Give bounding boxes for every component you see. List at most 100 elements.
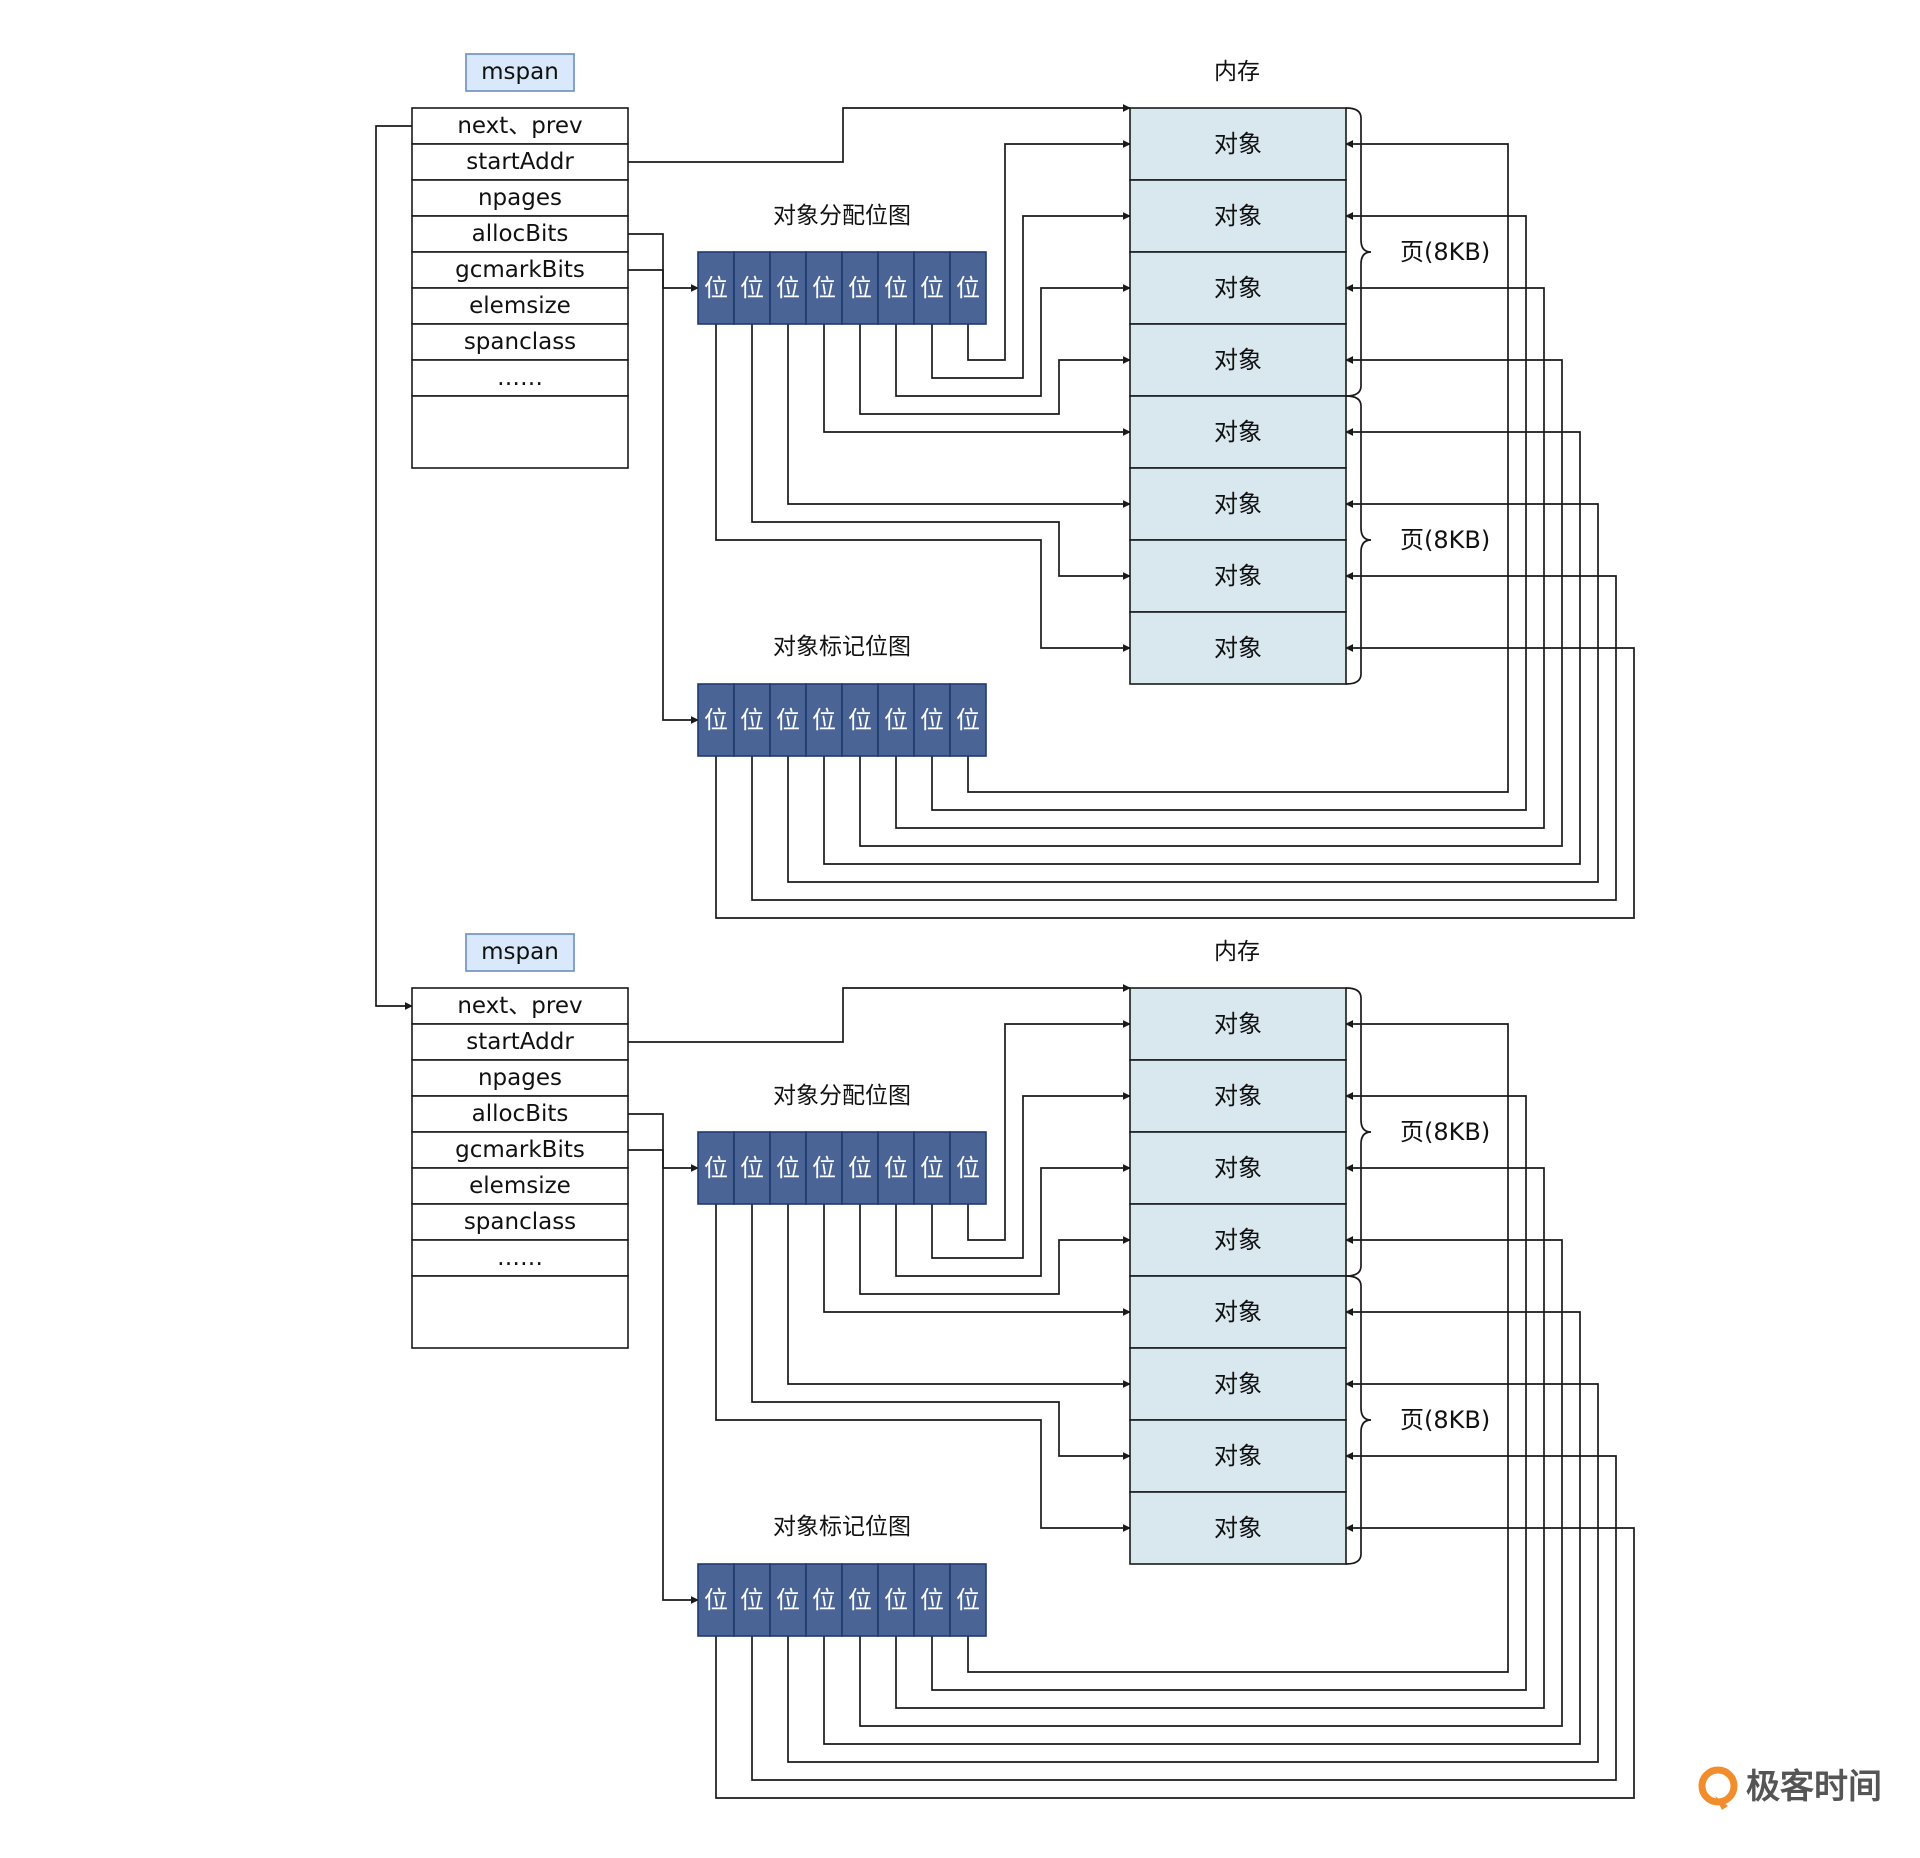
page-brace-1 bbox=[1345, 1275, 1372, 1565]
mark-bit-to-object-3 bbox=[859, 356, 1563, 847]
logo-tail-icon bbox=[1715, 1796, 1728, 1810]
mark-bit-3 bbox=[805, 683, 843, 757]
memory-title: 内存 bbox=[1214, 939, 1260, 965]
mark-bit-to-object-6 bbox=[751, 1452, 1617, 1781]
geekbang-logo: 极客时间 bbox=[1698, 1766, 1882, 1810]
memory-object-label: 对象 bbox=[1214, 634, 1262, 662]
alloc-bit-3 bbox=[805, 251, 843, 325]
diagram-labels: mspan next、prev startAddr npages allocBits gc… bbox=[455, 59, 1490, 1614]
mark-bit-to-object-1 bbox=[931, 212, 1527, 811]
memory-object-6 bbox=[1129, 1419, 1347, 1493]
alloc-bitmap-title: 对象分配位图 bbox=[773, 1083, 911, 1109]
alloc-bit-label: 位 bbox=[848, 274, 872, 302]
alloc-bit-label: 位 bbox=[704, 1154, 728, 1182]
memory-object-label: 对象 bbox=[1214, 1010, 1262, 1038]
mark-bit-label: 位 bbox=[704, 1586, 728, 1614]
mspan-field-label: gcmarkBits bbox=[455, 1137, 585, 1163]
alloc-bit-to-object-4 bbox=[823, 1204, 1131, 1316]
alloc-bit-1 bbox=[733, 1131, 771, 1205]
alloc-bit-label: 位 bbox=[812, 1154, 836, 1182]
mark-bit-0 bbox=[697, 683, 735, 757]
mark-bit-label: 位 bbox=[776, 706, 800, 734]
memory-object-2 bbox=[1129, 1131, 1347, 1205]
alloc-bit-to-object-2 bbox=[895, 1164, 1131, 1277]
memory-object-4 bbox=[1129, 395, 1347, 469]
alloc-bit-label: 位 bbox=[740, 1154, 764, 1182]
mspan-field-label: allocBits bbox=[472, 1101, 569, 1127]
alloc-bit-to-object-0 bbox=[967, 1020, 1131, 1241]
mark-bit-label: 位 bbox=[704, 706, 728, 734]
mspan-field bbox=[411, 107, 629, 145]
memory-object-label: 对象 bbox=[1214, 490, 1262, 518]
diagram-boxes bbox=[411, 53, 1347, 1637]
memory-object-7 bbox=[1129, 611, 1347, 685]
mark-bit-label: 位 bbox=[776, 1586, 800, 1614]
memory-object-4 bbox=[1129, 1275, 1347, 1349]
page-size-label: 页(8KB) bbox=[1400, 526, 1490, 554]
alloc-bit-to-object-2 bbox=[895, 284, 1131, 397]
memory-object-6 bbox=[1129, 539, 1347, 613]
alloc-bit-label: 位 bbox=[776, 274, 800, 302]
page-brace-1 bbox=[1345, 395, 1372, 685]
alloc-bit-label: 位 bbox=[704, 274, 728, 302]
mark-bit-label: 位 bbox=[740, 1586, 764, 1614]
alloc-bit-label: 位 bbox=[884, 274, 908, 302]
page-brace-0 bbox=[1345, 987, 1372, 1277]
watermark-text: 极客时间 bbox=[1746, 1767, 1882, 1807]
mspan-field-label: npages bbox=[478, 185, 562, 211]
mspan-field bbox=[411, 1023, 629, 1061]
alloc-bit-to-object-6 bbox=[751, 1204, 1131, 1460]
mspan-field-label: next、prev bbox=[457, 993, 582, 1019]
gcmarkbits-pointer bbox=[628, 269, 699, 292]
mark-bit-label: 位 bbox=[812, 1586, 836, 1614]
memory-object-label: 对象 bbox=[1214, 1226, 1262, 1254]
memory-object-label: 对象 bbox=[1214, 1442, 1262, 1470]
mark-bit-to-object-5 bbox=[787, 500, 1599, 883]
alloc-bit-label: 位 bbox=[812, 274, 836, 302]
memory-object-label: 对象 bbox=[1214, 562, 1262, 590]
mspan-field bbox=[411, 143, 629, 181]
mspan-field-label: next、prev bbox=[457, 113, 582, 139]
memory-object-0 bbox=[1129, 107, 1347, 181]
memory-object-7 bbox=[1129, 1491, 1347, 1565]
mark-bit-to-object-6 bbox=[751, 572, 1617, 901]
memory-object-label: 对象 bbox=[1214, 1082, 1262, 1110]
mark-bit-0 bbox=[697, 1563, 735, 1637]
alloc-bit-5 bbox=[877, 251, 915, 325]
mspan-field bbox=[411, 1239, 629, 1277]
mark-bit-label: 位 bbox=[920, 1586, 944, 1614]
mspan-field-label: startAddr bbox=[466, 149, 574, 175]
alloc-bit-to-object-7 bbox=[715, 324, 1131, 652]
mark-bit-1 bbox=[733, 1563, 771, 1637]
mspan-field bbox=[411, 323, 629, 361]
mspan-tag-label: mspan bbox=[481, 939, 559, 965]
mspan-tag-label: mspan bbox=[481, 59, 559, 85]
mark-bit-to-object-4 bbox=[823, 428, 1581, 865]
page-size-label: 页(8KB) bbox=[1400, 1118, 1490, 1146]
alloc-bit-to-object-1 bbox=[931, 212, 1131, 379]
mark-bit-label: 位 bbox=[740, 706, 764, 734]
alloc-bit-5 bbox=[877, 1131, 915, 1205]
alloc-bit-0 bbox=[697, 251, 735, 325]
mspan-field bbox=[411, 1131, 629, 1169]
mark-bit-2 bbox=[769, 1563, 807, 1637]
alloc-bit-to-object-3 bbox=[859, 324, 1131, 415]
memory-title: 内存 bbox=[1214, 59, 1260, 85]
mark-bitmap-title: 对象标记位图 bbox=[773, 1514, 911, 1540]
mark-bit-to-object-4 bbox=[823, 1308, 1581, 1745]
mark-bit-label: 位 bbox=[848, 706, 872, 734]
mark-bit-to-object-7 bbox=[715, 644, 1635, 919]
mark-bit-to-object-0 bbox=[967, 140, 1509, 793]
alloc-bit-to-object-6 bbox=[751, 324, 1131, 580]
alloc-bitmap-title: 对象分配位图 bbox=[773, 203, 911, 229]
mark-bit-6 bbox=[913, 1563, 951, 1637]
alloc-bit-label: 位 bbox=[740, 274, 764, 302]
mark-bit-to-object-1 bbox=[931, 1092, 1527, 1691]
mspan-field-label: startAddr bbox=[466, 1029, 574, 1055]
memory-object-5 bbox=[1129, 467, 1347, 541]
mspan-field bbox=[411, 215, 629, 253]
startaddr-pointer bbox=[628, 984, 1131, 1043]
mark-bit-to-object-5 bbox=[787, 1380, 1599, 1763]
memory-object-1 bbox=[1129, 179, 1347, 253]
